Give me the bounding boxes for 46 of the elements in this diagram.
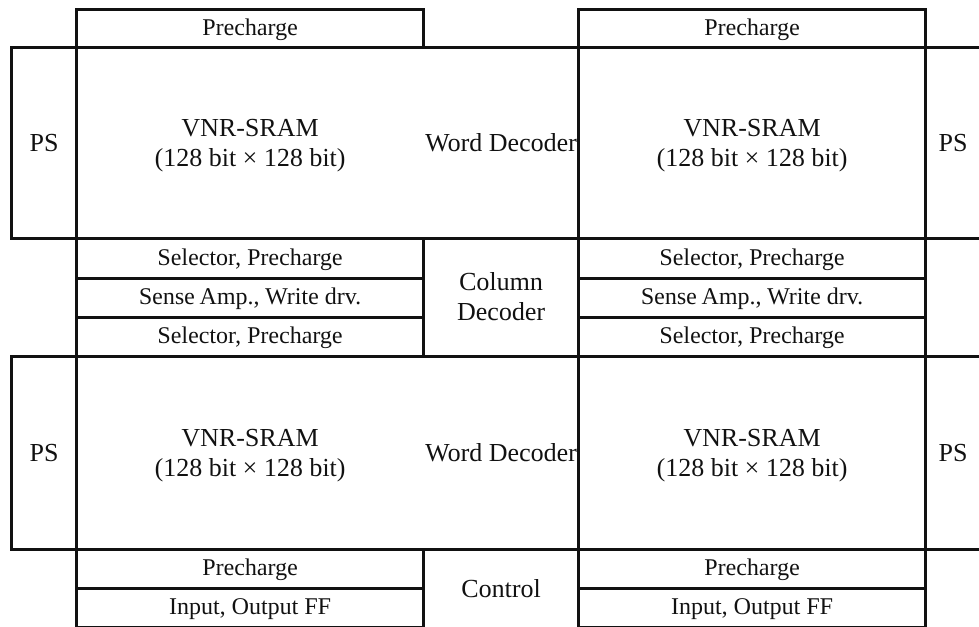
block-title: VNR-SRAM: [683, 423, 821, 453]
block-title: Word Decoder: [425, 438, 577, 468]
input-output-ff-block: [577, 587, 927, 627]
precharge-block: [577, 548, 927, 590]
block-title: VNR-SRAM: [683, 113, 821, 143]
sense-amp-block: [75, 277, 425, 319]
block-title: Precharge: [704, 14, 800, 42]
block-title: PS: [938, 438, 968, 468]
power-switch-block: [10, 355, 78, 551]
column-decoder-label: Column Decoder: [456, 267, 546, 327]
block-title: PS: [30, 438, 58, 468]
block-title: Sense Amp., Write drv.: [138, 284, 362, 312]
block-subtitle: (128 bit × 128 bit): [656, 453, 848, 483]
power-switch-block: [10, 46, 78, 240]
precharge-block: [75, 548, 425, 590]
selector-block: [75, 316, 425, 358]
block-subtitle: (128 bit × 128 bit): [656, 143, 848, 173]
block-title: Selector, Precharge: [157, 244, 343, 272]
block-title: Sense Amp., Write drv.: [640, 284, 864, 312]
block-title: Input, Output FF: [168, 594, 332, 622]
block-subtitle: (128 bit × 128 bit): [154, 453, 346, 483]
power-switch-block: [924, 355, 979, 551]
word-decoder-block: [422, 355, 580, 551]
block-subtitle: (128 bit × 128 bit): [154, 143, 346, 173]
block-title: VNR-SRAM: [181, 423, 319, 453]
selector-block: [75, 237, 425, 280]
word-decoder-block: [422, 46, 580, 240]
block-title: PS: [30, 128, 58, 158]
power-switch-block: [924, 46, 979, 240]
selector-block: [577, 316, 927, 358]
block-title: Selector, Precharge: [659, 323, 845, 351]
block-title: Input, Output FF: [670, 594, 834, 622]
block-title: PS: [938, 128, 968, 158]
input-output-ff-block: [75, 587, 425, 627]
block-title: Precharge: [202, 555, 298, 583]
block-title: Selector, Precharge: [659, 244, 845, 272]
precharge-block: [75, 8, 425, 49]
block-title: Selector, Precharge: [157, 323, 343, 351]
precharge-block: [577, 8, 927, 49]
block-title: VNR-SRAM: [181, 113, 319, 143]
block-title: Word Decoder: [425, 128, 577, 158]
selector-block: [577, 237, 927, 280]
block-title: Precharge: [202, 14, 298, 42]
sense-amp-block: [577, 277, 927, 319]
block-title: Precharge: [704, 555, 800, 583]
control-label: Control: [461, 574, 541, 604]
